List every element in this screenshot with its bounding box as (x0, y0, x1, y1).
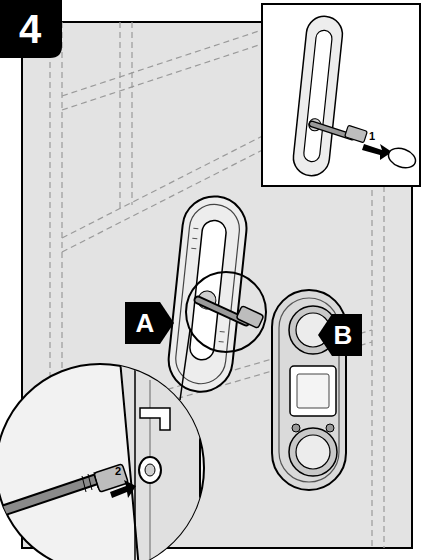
cable (198, 300, 264, 328)
step-badge (0, 0, 62, 58)
part-letter: A (136, 310, 155, 336)
zoom-line (180, 330, 190, 400)
zoom-circle (186, 272, 266, 352)
inset (262, 4, 420, 186)
callout-number: 1 (369, 131, 375, 142)
part-letter: B (334, 322, 353, 348)
step-number: 4 (19, 9, 41, 49)
callout-number: 2 (115, 466, 121, 477)
back-plate (166, 193, 250, 395)
part-marker (125, 302, 174, 344)
part-marker (318, 314, 362, 356)
detail-view (0, 360, 204, 560)
